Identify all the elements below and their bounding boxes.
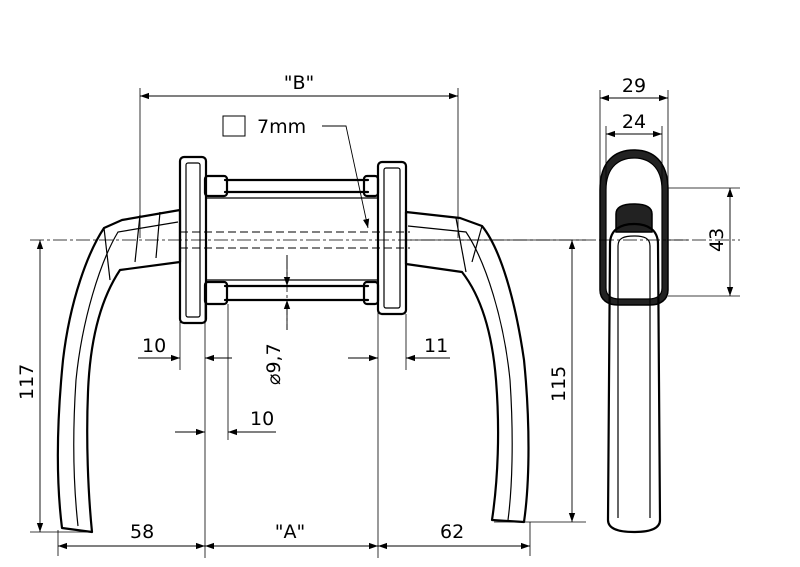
dimension-b-label: "B": [284, 72, 315, 94]
dimension-rose-offset-right: 11: [348, 335, 450, 362]
spindle-assembly: [203, 174, 380, 306]
side-width-outer-label: 29: [622, 75, 646, 97]
dimension-side-width-outer: 29: [600, 75, 668, 102]
bottom-screw-head-left: [203, 280, 229, 306]
dimension-height-left: 117: [16, 240, 44, 532]
side-width-inner-label: 24: [622, 111, 646, 133]
height-left-label: 117: [16, 364, 38, 400]
dimension-side-width-inner: 24: [606, 111, 662, 138]
top-screw-head-left: [203, 174, 229, 198]
dimension-screw-offset: 10: [175, 408, 276, 436]
dimension-square-spindle: 7mm: [222, 115, 370, 229]
dimension-bottom-row: 58 "A" 62: [58, 521, 530, 550]
dimension-b: "B": [140, 72, 458, 100]
rose-right: [376, 160, 408, 316]
lever-right: [404, 210, 530, 524]
a-thickness-label: "A": [275, 521, 305, 543]
side-view-handle: [599, 149, 669, 534]
extension-lines: [30, 88, 586, 558]
dimension-height-right: 115: [548, 240, 576, 522]
dimension-rose-offset-left: 10: [138, 335, 232, 362]
height-right-label: 115: [548, 366, 570, 402]
side-height-label: 43: [706, 228, 728, 252]
width-left-label: 58: [130, 521, 154, 543]
rose-offset-left-label: 10: [142, 335, 166, 357]
dimension-screw-diameter: ⌀9,7: [263, 255, 291, 385]
dimension-side-height: 43: [706, 188, 734, 296]
screw-diameter-label: ⌀9,7: [263, 343, 285, 385]
center-lines: [30, 231, 690, 330]
screw-offset-label: 10: [250, 408, 274, 430]
lever-left: [56, 208, 182, 534]
square-symbol-icon: [222, 115, 246, 137]
square-spindle-label: 7mm: [257, 116, 306, 138]
rose-offset-right-label: 11: [424, 335, 448, 357]
width-right-label: 62: [440, 521, 464, 543]
